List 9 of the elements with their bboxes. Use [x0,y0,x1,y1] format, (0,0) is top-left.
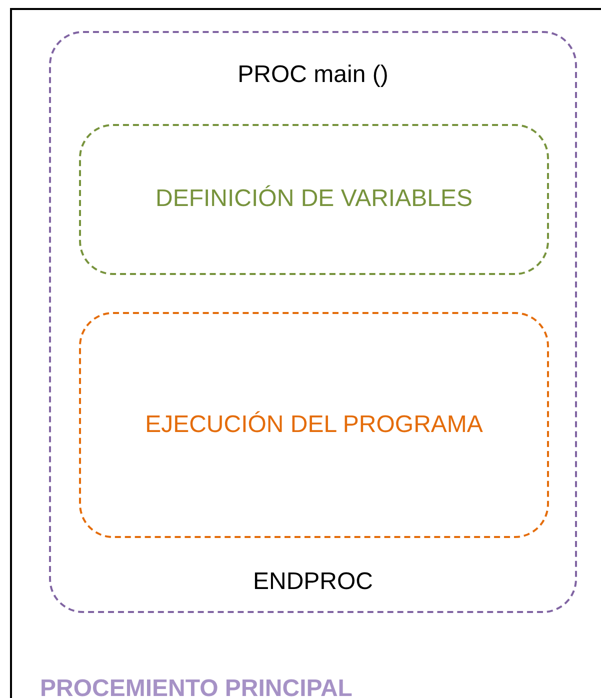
definition-box [79,124,549,275]
outer-frame [10,8,601,698]
frame-title: PROCEMIENTO PRINCIPAL [40,674,352,698]
procedure-box [49,31,577,613]
execution-box [79,312,549,538]
procedure-footer: ENDPROC [51,567,575,597]
section-title: EJECUCIÓN DEL PROGRAMA [144,410,484,440]
procedure-header: PROC main () [236,60,390,90]
section-title: DEFINICIÓN DE VARIABLES [154,184,474,214]
